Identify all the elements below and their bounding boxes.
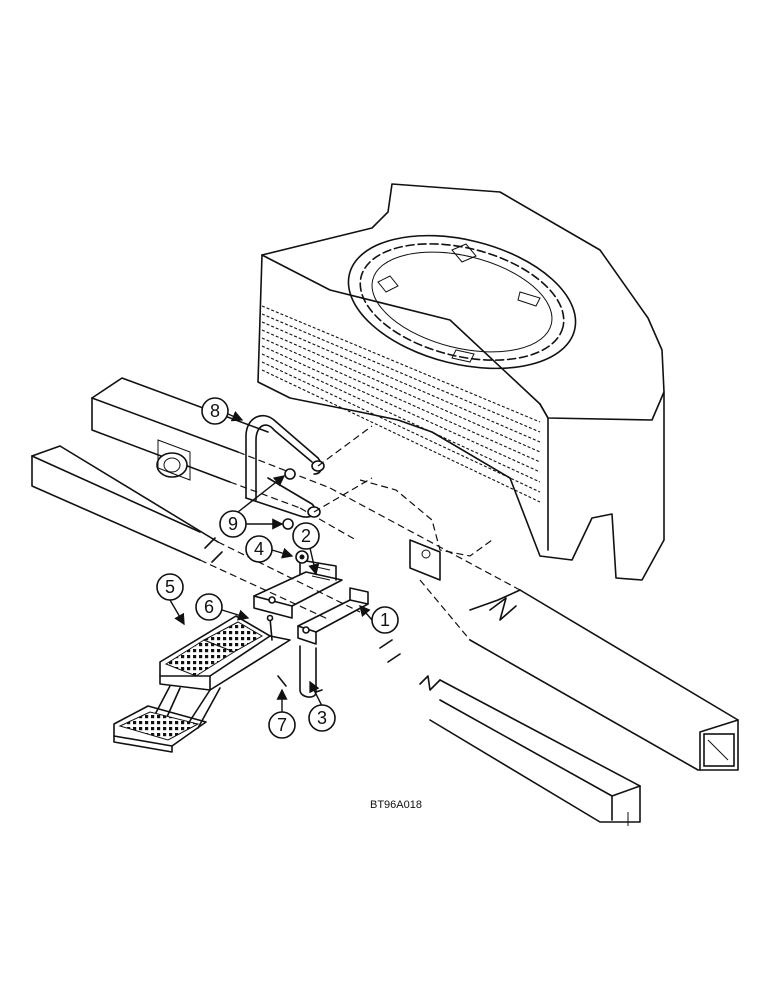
callout-8-label: 8 [210,401,220,421]
frame-rail-upper [91,377,331,509]
callout-9-label: 9 [228,514,238,534]
frame-rail-lower [31,445,641,826]
callout-9: 9 [219,475,286,538]
tank-hatch [347,234,577,370]
pin [266,614,274,641]
callout-2: 2 [292,522,320,576]
step-bracket-lower [297,587,369,645]
callout-6-label: 6 [204,597,214,617]
callout-3: 3 [308,680,336,732]
callout-4-label: 4 [254,539,264,559]
step-bracket-upper [253,559,343,619]
callout-1: 1 [359,604,399,634]
reference-code: BT96A018 [370,799,422,811]
u-bolt [299,645,323,698]
callout-7: 7 [268,688,296,739]
callout-4: 4 [245,535,294,563]
fuel-tank [257,183,665,581]
callout-7-label: 7 [277,715,287,735]
callout-8: 8 [201,397,244,425]
tank-grille [261,305,541,503]
nut [295,550,309,564]
callout-3-label: 3 [317,708,327,728]
clip [277,675,287,687]
callout-1-label: 1 [380,610,390,630]
callout-2-label: 2 [301,526,311,546]
frame-rail-crossmember [329,487,739,771]
bolt [282,468,296,530]
callout-5-label: 5 [165,577,175,597]
callout-6: 6 [195,593,250,621]
handrail [245,414,373,518]
callout-5: 5 [156,573,185,626]
step-assembly [113,615,291,753]
rail-bushing [156,439,191,481]
